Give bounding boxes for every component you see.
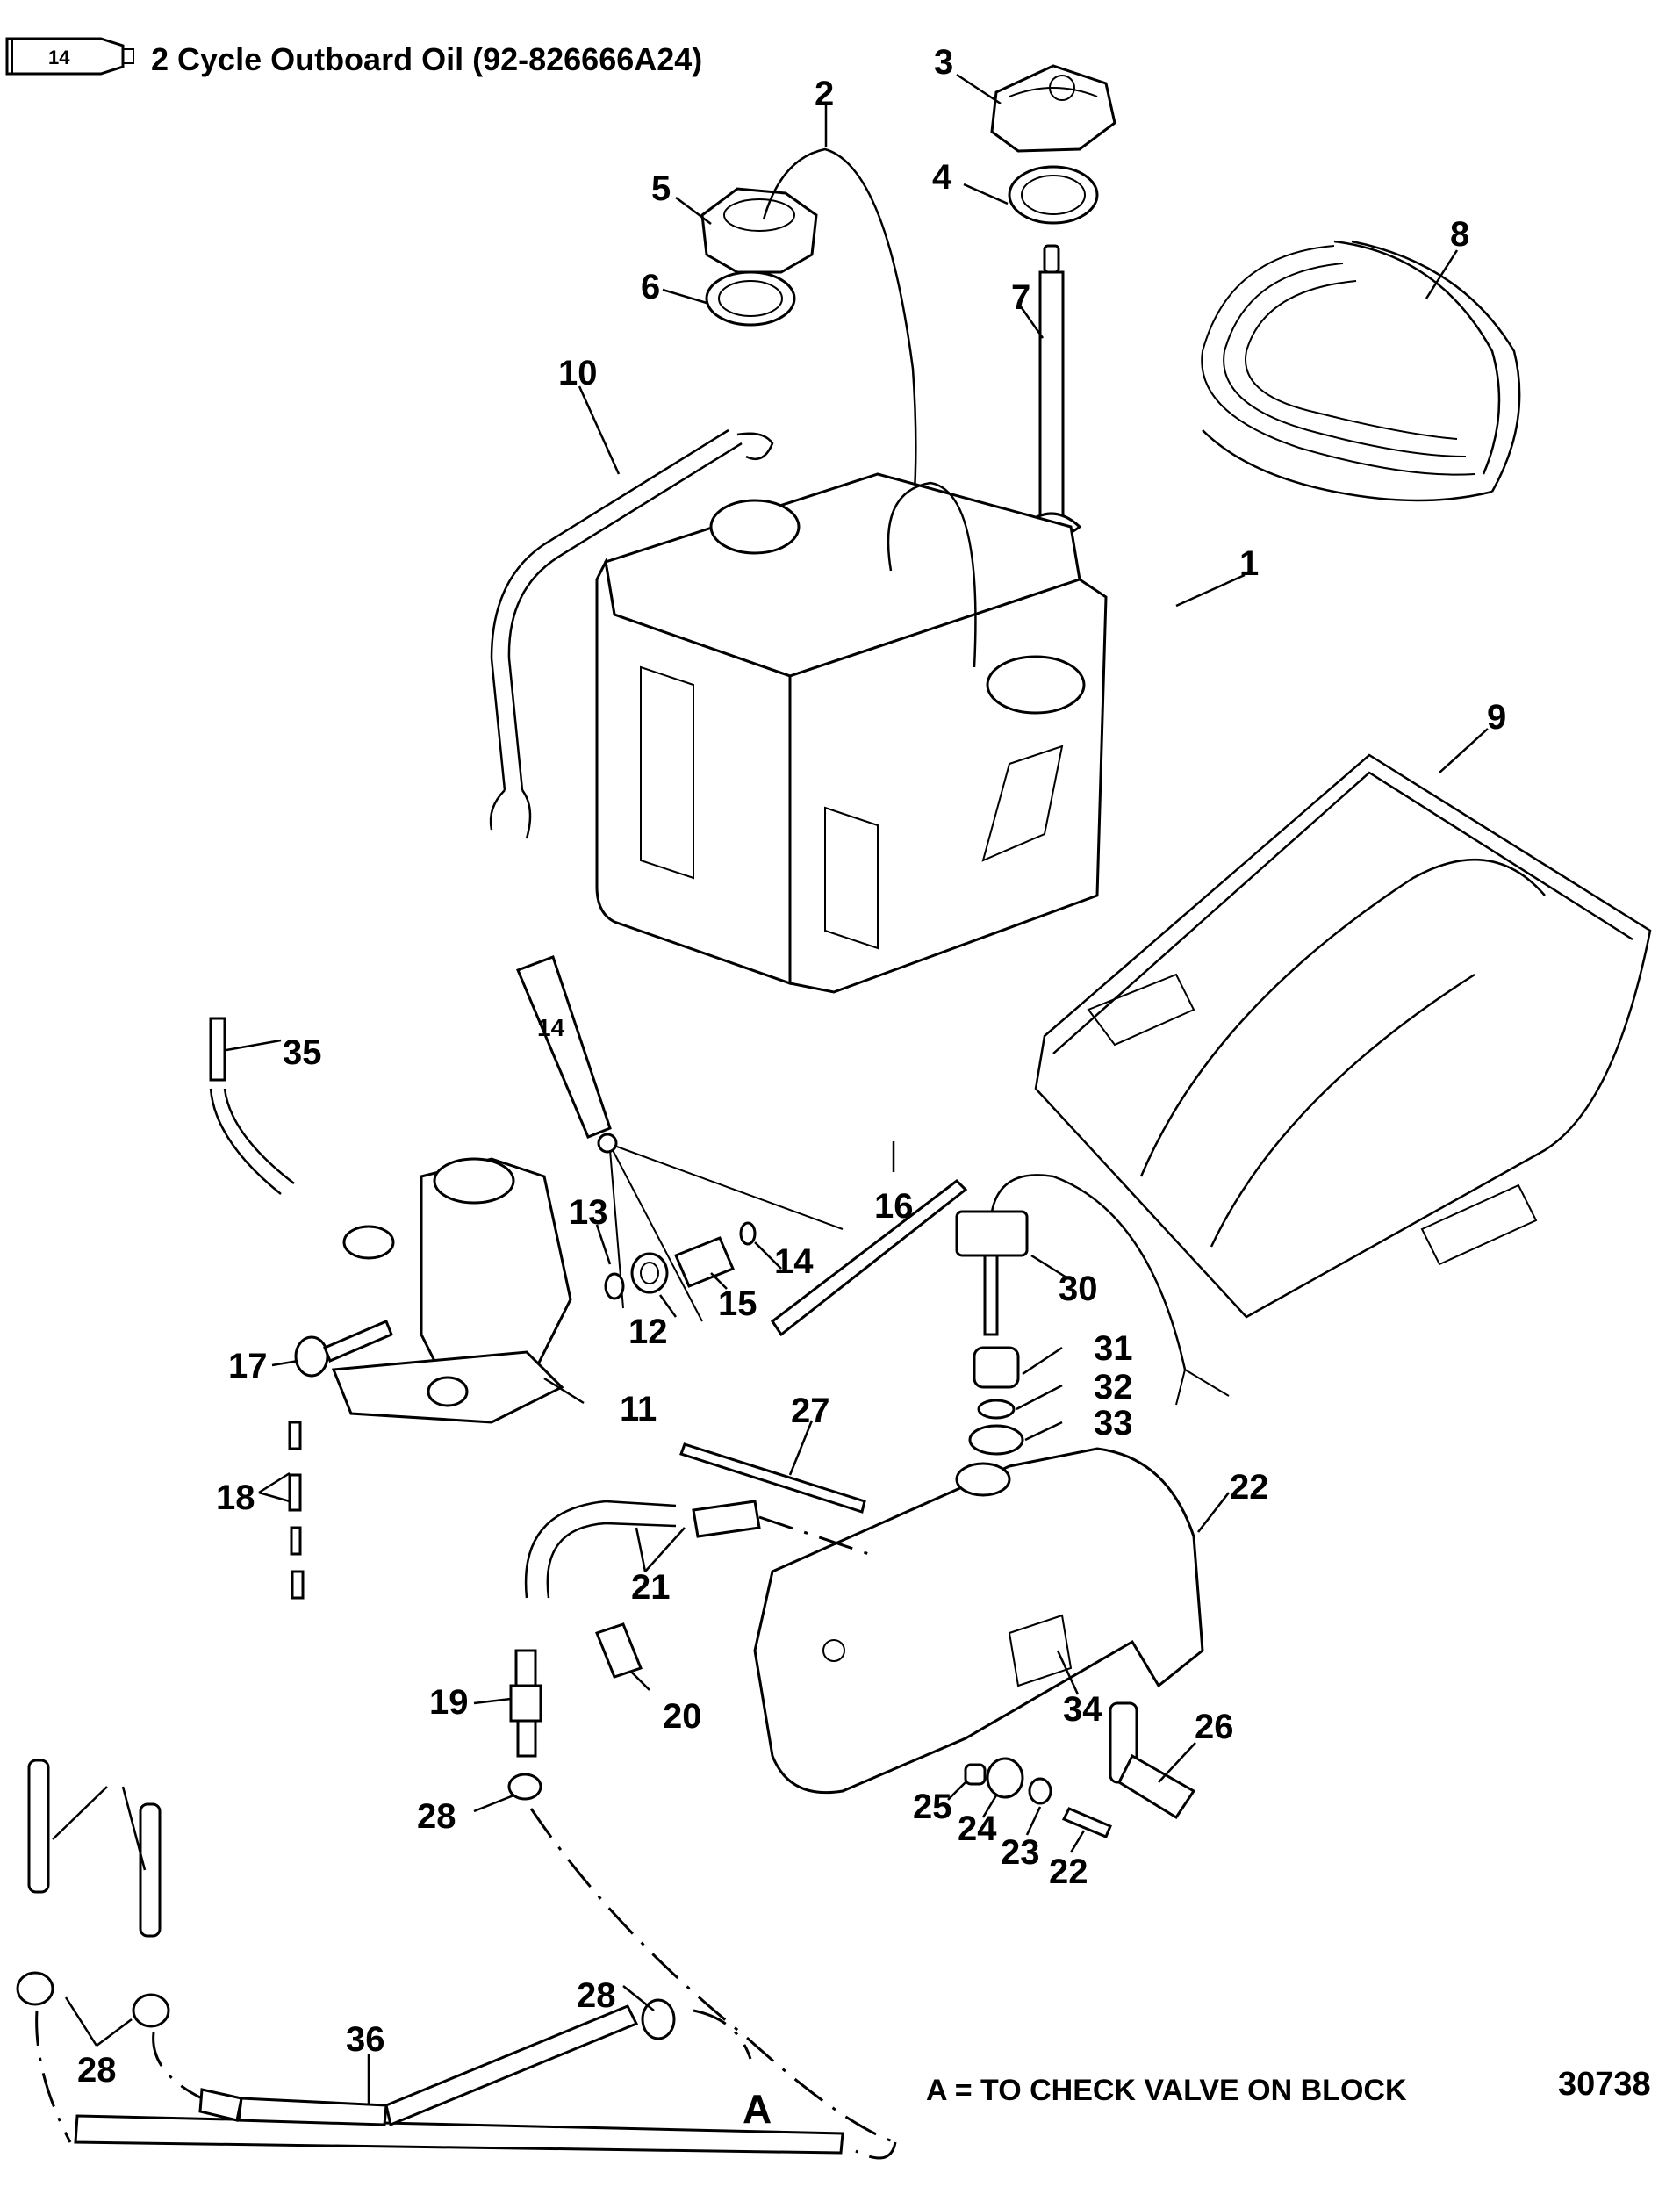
reservoir-22[interactable] <box>753 1447 1204 1795</box>
callout-23: 22 <box>1049 1852 1088 1891</box>
retainer-31[interactable] <box>977 1399 1016 1420</box>
clamp-28d[interactable] <box>641 1998 676 2040</box>
callout-28-clamps-left: 28 <box>77 2051 117 2090</box>
callout-28-tie: 27 <box>791 1392 830 1430</box>
callout-28-clamp-tee: 28 <box>417 1797 456 1836</box>
callout-9: 9 <box>1487 698 1506 737</box>
callout-1: 1 <box>1239 544 1259 583</box>
callout-29: 30 <box>1059 1270 1098 1308</box>
tube-label: 14 <box>537 1014 565 1041</box>
tank-cradle[interactable] <box>1034 753 1652 1319</box>
hose-36[interactable] <box>209 1017 295 1195</box>
figure-number: 30738 <box>1558 2066 1651 2103</box>
fill-cap[interactable] <box>700 187 818 274</box>
callout-2: 2 <box>815 75 834 113</box>
cable-tie[interactable] <box>679 1442 866 1514</box>
oil-pump[interactable] <box>331 1157 572 1424</box>
bushing-26[interactable] <box>964 1763 987 1786</box>
callout-11: 11 <box>620 1390 657 1428</box>
callout-14: 14 <box>774 1242 814 1281</box>
callout-15: 15 <box>718 1284 757 1323</box>
callout-34: 36 <box>346 2020 385 2059</box>
o-ring-13[interactable] <box>604 1272 625 1300</box>
clamp-28a[interactable] <box>507 1773 542 1801</box>
seal-12[interactable] <box>630 1252 669 1294</box>
callout-16: 16 <box>874 1187 914 1226</box>
grommet-25[interactable] <box>986 1757 1024 1799</box>
strap[interactable] <box>489 428 774 839</box>
callout-7: 7 <box>1011 278 1030 317</box>
callout-8: 8 <box>1450 215 1469 254</box>
lubricant-text: 2 Cycle Outboard Oil (92-826666A24) <box>151 41 702 77</box>
callout-31: 32 <box>1094 1368 1133 1406</box>
washer-24[interactable] <box>1028 1777 1052 1805</box>
pickup-tube[interactable] <box>1020 244 1082 539</box>
connection-marker-a: A <box>743 2086 772 2132</box>
callout-27: 26 <box>1195 1708 1234 1746</box>
float-30[interactable] <box>973 1346 1020 1389</box>
cap-20[interactable] <box>595 1622 643 1679</box>
screw-23[interactable] <box>1061 1807 1112 1838</box>
callout-20: 20 <box>663 1697 702 1736</box>
callout-30: 31 <box>1094 1329 1133 1368</box>
o-ring-14[interactable] <box>739 1221 757 1246</box>
callout-28-clamp-right: 28 <box>577 1976 616 2015</box>
callout-32: 33 <box>1094 1404 1133 1442</box>
callout-24: 23 <box>1001 1833 1040 1872</box>
hose-coil[interactable] <box>1201 240 1521 502</box>
tee-fitting-19[interactable] <box>509 1649 542 1758</box>
hose-27[interactable] <box>1109 1701 1196 1820</box>
hoses-21[interactable] <box>524 1500 761 1599</box>
drive-shaft[interactable] <box>770 1179 968 1337</box>
bushing-15[interactable] <box>674 1236 735 1288</box>
callout-17: 17 <box>228 1347 268 1385</box>
fittings-18[interactable] <box>288 1421 305 1600</box>
callout-13: 13 <box>569 1193 608 1232</box>
callout-19: 19 <box>429 1683 469 1722</box>
footnote-text: A = TO CHECK VALVE ON BLOCK <box>926 2074 1407 2107</box>
callout-22: 22 <box>1230 1468 1269 1507</box>
tube-icon-label: 14 <box>48 47 70 68</box>
sender-cap[interactable] <box>990 64 1116 153</box>
callout-3: 3 <box>934 43 953 82</box>
callout-21: 21 <box>631 1568 671 1607</box>
lubricant-tube: 14 <box>516 955 618 1154</box>
screw-17[interactable] <box>294 1320 393 1378</box>
callout-25: 24 <box>958 1809 997 1848</box>
callout-6: 6 <box>641 268 660 306</box>
callout-12: 12 <box>628 1313 668 1351</box>
callout-4: 4 <box>932 158 952 197</box>
callout-26: 25 <box>913 1788 952 1826</box>
callout-36: 35 <box>283 1033 322 1072</box>
sender-29[interactable] <box>955 1174 1230 1406</box>
callout-10: 10 <box>558 354 598 392</box>
clamp-28c[interactable] <box>132 1993 170 2028</box>
lubricant-tube-icon: 14 <box>5 37 134 76</box>
callout-33: 34 <box>1063 1690 1102 1729</box>
gasket-32[interactable] <box>968 1424 1024 1456</box>
hose-assembly-34[interactable] <box>74 2004 844 2155</box>
oil-tank[interactable] <box>595 472 1108 994</box>
clamp-28b[interactable] <box>16 1971 54 2006</box>
callout-5: 5 <box>651 169 671 208</box>
check-valves-35[interactable] <box>27 1759 162 1938</box>
callout-18: 18 <box>216 1478 255 1517</box>
